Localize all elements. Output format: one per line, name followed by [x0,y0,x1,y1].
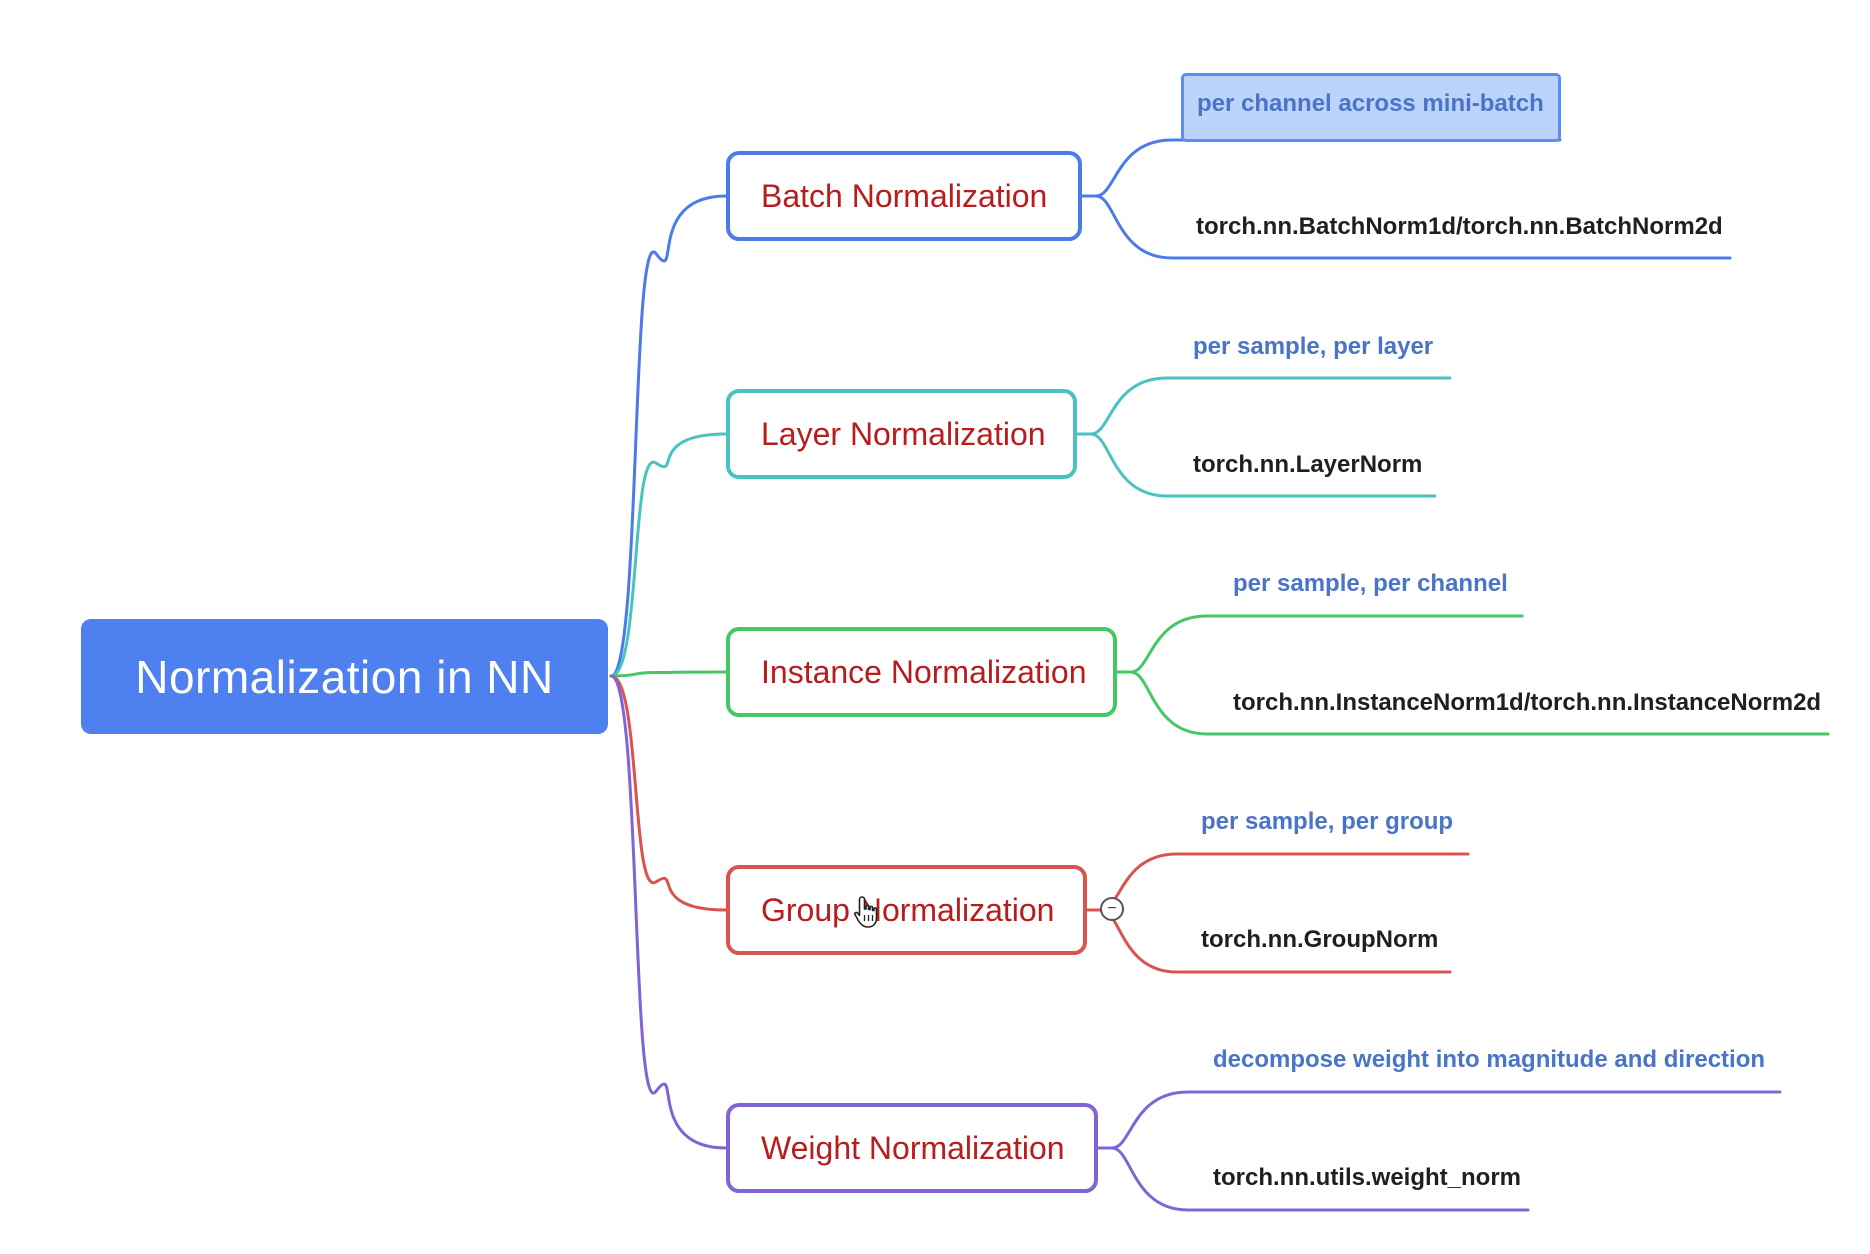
subtopic-weight-description[interactable]: decompose weight into magnitude and dire… [1213,1046,1766,1073]
connector-root-group [609,674,728,912]
subtopic-instance-api[interactable]: torch.nn.InstanceNorm1d/torch.nn.Instanc… [1233,689,1822,716]
subtopic-batch-description[interactable]: per channel across mini-batch [1181,73,1561,142]
subtopic-layer-api[interactable]: torch.nn.LayerNorm [1193,451,1423,478]
connector-layer-description [1075,376,1452,436]
connector-root-batch [609,194,728,678]
subtopic-group-description[interactable]: per sample, per group [1201,808,1454,835]
connector-root-layer [609,432,728,678]
topic-label: Layer Normalization [761,415,1046,452]
hand-pointer-icon [854,896,878,928]
connector-instance-description [1115,614,1524,674]
topic-layer-normalization[interactable]: Layer Normalization [726,389,1077,479]
topic-group-normalization[interactable]: Group Normalization [726,865,1087,955]
connector-layer-api [1075,432,1437,498]
root-topic-label: Normalization in NN [135,650,554,703]
root-topic[interactable]: Normalization in NN [81,619,608,734]
connector-group-description [1085,852,1470,912]
topic-weight-normalization[interactable]: Weight Normalization [726,1103,1098,1193]
connector-weight-description [1096,1090,1782,1150]
connector-batch-description [1080,138,1562,198]
subtopic-weight-api[interactable]: torch.nn.utils.weight_norm [1213,1164,1522,1191]
connector-weight-api [1096,1146,1530,1212]
topic-label: Weight Normalization [761,1129,1065,1166]
subtopic-layer-description[interactable]: per sample, per layer [1193,333,1434,360]
topic-label: Instance Normalization [761,653,1087,690]
connector-root-instance [609,670,728,678]
topic-label: Batch Normalization [761,177,1048,214]
connector-instance-api [1115,670,1830,736]
connector-root-weight [609,674,728,1150]
subtopic-batch-api[interactable]: torch.nn.BatchNorm1d/torch.nn.BatchNorm2… [1196,213,1723,240]
topic-label: Group Normalization [761,891,1055,928]
topic-instance-normalization[interactable]: Instance Normalization [726,627,1117,717]
topic-batch-normalization[interactable]: Batch Normalization [726,151,1082,241]
subtopic-group-api[interactable]: torch.nn.GroupNorm [1201,926,1439,953]
connector-batch-api [1080,194,1732,260]
collapse-toggle-icon[interactable]: − [1100,897,1124,921]
subtopic-instance-description[interactable]: per sample, per channel [1233,570,1508,597]
